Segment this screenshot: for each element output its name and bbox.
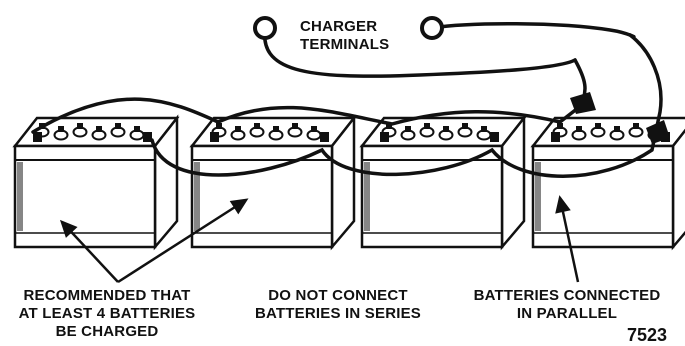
battery-front bbox=[192, 146, 332, 247]
cell-cap-top bbox=[311, 126, 317, 132]
cell-cap-top bbox=[254, 123, 260, 129]
cell-cap-top bbox=[424, 123, 430, 129]
cell-cap-top bbox=[576, 126, 582, 132]
positive-post bbox=[320, 132, 329, 142]
figure-number: 7523 bbox=[627, 325, 667, 346]
cell-cap-top bbox=[557, 123, 563, 129]
negative-post bbox=[210, 132, 219, 142]
battery-front bbox=[533, 146, 673, 247]
cell-cap-top bbox=[115, 123, 121, 129]
positive-post bbox=[490, 132, 499, 142]
battery-3 bbox=[362, 118, 524, 247]
recommended-label: RECOMMENDED THAT AT LEAST 4 BATTERIES BE… bbox=[2, 287, 212, 341]
cell-cap-top bbox=[595, 123, 601, 129]
charger-terminals-label: CHARGER TERMINALS bbox=[300, 18, 389, 54]
battery-front bbox=[362, 146, 502, 247]
parallel-label: BATTERIES CONNECTED IN PARALLEL bbox=[462, 287, 672, 323]
cell-cap-top bbox=[292, 123, 298, 129]
cell-cap-top bbox=[405, 126, 411, 132]
battery-shade bbox=[17, 162, 23, 231]
cell-cap-top bbox=[216, 123, 222, 129]
negative-post bbox=[33, 132, 42, 142]
cell-cap-top bbox=[633, 123, 639, 129]
battery-1 bbox=[15, 118, 177, 247]
do-not-connect-label: DO NOT CONNECT BATTERIES IN SERIES bbox=[238, 287, 438, 323]
charger-lead-right bbox=[432, 24, 634, 37]
cell-cap-top bbox=[481, 126, 487, 132]
battery-2 bbox=[192, 118, 354, 247]
battery-group bbox=[15, 118, 685, 247]
negative-post bbox=[380, 132, 389, 142]
cell-cap-top bbox=[58, 126, 64, 132]
cell-cap-top bbox=[273, 126, 279, 132]
cell-cap-top bbox=[77, 123, 83, 129]
cell-cap-top bbox=[443, 126, 449, 132]
charger-terminal-2 bbox=[422, 18, 442, 38]
battery-front bbox=[15, 146, 155, 247]
cell-cap-top bbox=[134, 126, 140, 132]
cell-cap-top bbox=[462, 123, 468, 129]
cell-cap-top bbox=[614, 126, 620, 132]
charger-terminal-1 bbox=[255, 18, 275, 38]
cell-cap-top bbox=[235, 126, 241, 132]
cell-cap-top bbox=[96, 126, 102, 132]
negative-post bbox=[551, 132, 560, 142]
